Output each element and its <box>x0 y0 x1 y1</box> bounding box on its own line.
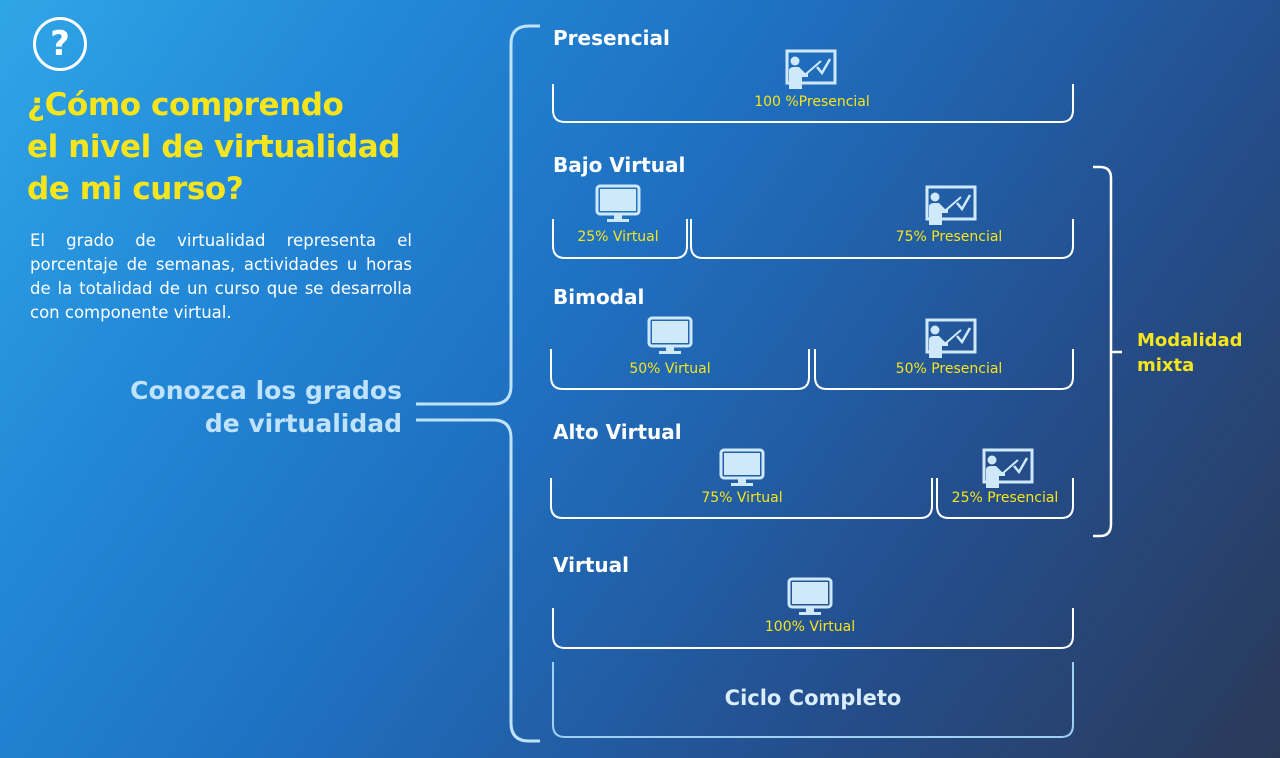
mixed-modality-line: Modalidad <box>1137 330 1243 351</box>
teacher-board-icon <box>785 49 837 89</box>
teacher-board-icon <box>925 318 977 358</box>
segment-label: 75% Virtual <box>701 490 783 506</box>
teacher-board-icon <box>982 448 1034 488</box>
level-title-bajo-virtual: Bajo Virtual <box>553 153 686 177</box>
segment-bracket <box>550 349 810 390</box>
cta-line: Conozca los grados <box>130 376 402 405</box>
monitor-icon <box>787 577 833 615</box>
help-icon: ? <box>33 17 87 71</box>
monitor-icon <box>595 184 641 222</box>
main-brace-upper <box>416 24 540 406</box>
cta-heading: Conozca los grados de virtualidad <box>110 374 402 440</box>
segment-bracket <box>552 219 688 259</box>
title-line: ¿Cómo comprendo <box>27 87 344 123</box>
level-title-alto-virtual: Alto Virtual <box>553 420 682 444</box>
level-title-bimodal: Bimodal <box>553 285 645 309</box>
cycle-frame <box>552 662 1074 738</box>
segment-label: 50% Presencial <box>895 361 1003 377</box>
level-title-presencial: Presencial <box>553 26 670 50</box>
segment-label: 25% Virtual <box>577 229 659 245</box>
segment-bracket <box>550 478 933 519</box>
segment-label: 100 %Presencial <box>754 94 870 110</box>
segment-label: 75% Presencial <box>895 229 1003 245</box>
segment-bracket <box>552 84 1074 123</box>
segment-bracket <box>814 349 1074 390</box>
title-line: el nivel de virtualidad <box>27 129 401 165</box>
main-brace-lower <box>416 418 540 743</box>
mixed-brace <box>1093 165 1122 538</box>
monitor-icon <box>719 448 765 486</box>
level-title-virtual: Virtual <box>553 553 629 577</box>
mixed-modality-label: Modalidad mixta <box>1137 328 1257 378</box>
segment-label: 100% Virtual <box>764 619 856 635</box>
help-glyph: ? <box>50 24 70 64</box>
complete-cycle-label: Ciclo Completo <box>724 686 902 710</box>
segment-bracket <box>690 219 1074 259</box>
mixed-modality-line: mixta <box>1137 355 1195 376</box>
cta-line: de virtualidad <box>204 409 402 438</box>
segment-label: 50% Virtual <box>629 361 711 377</box>
segment-label: 25% Presencial <box>951 490 1059 506</box>
teacher-board-icon <box>925 185 977 225</box>
description-text: El grado de virtualidad representa el po… <box>30 231 412 322</box>
segment-bracket <box>552 608 1074 649</box>
page-title: ¿Cómo comprendo el nivel de virtualidad … <box>27 84 447 210</box>
monitor-icon <box>647 316 693 354</box>
title-line: de mi curso? <box>27 171 244 207</box>
segment-bracket <box>936 478 1074 519</box>
